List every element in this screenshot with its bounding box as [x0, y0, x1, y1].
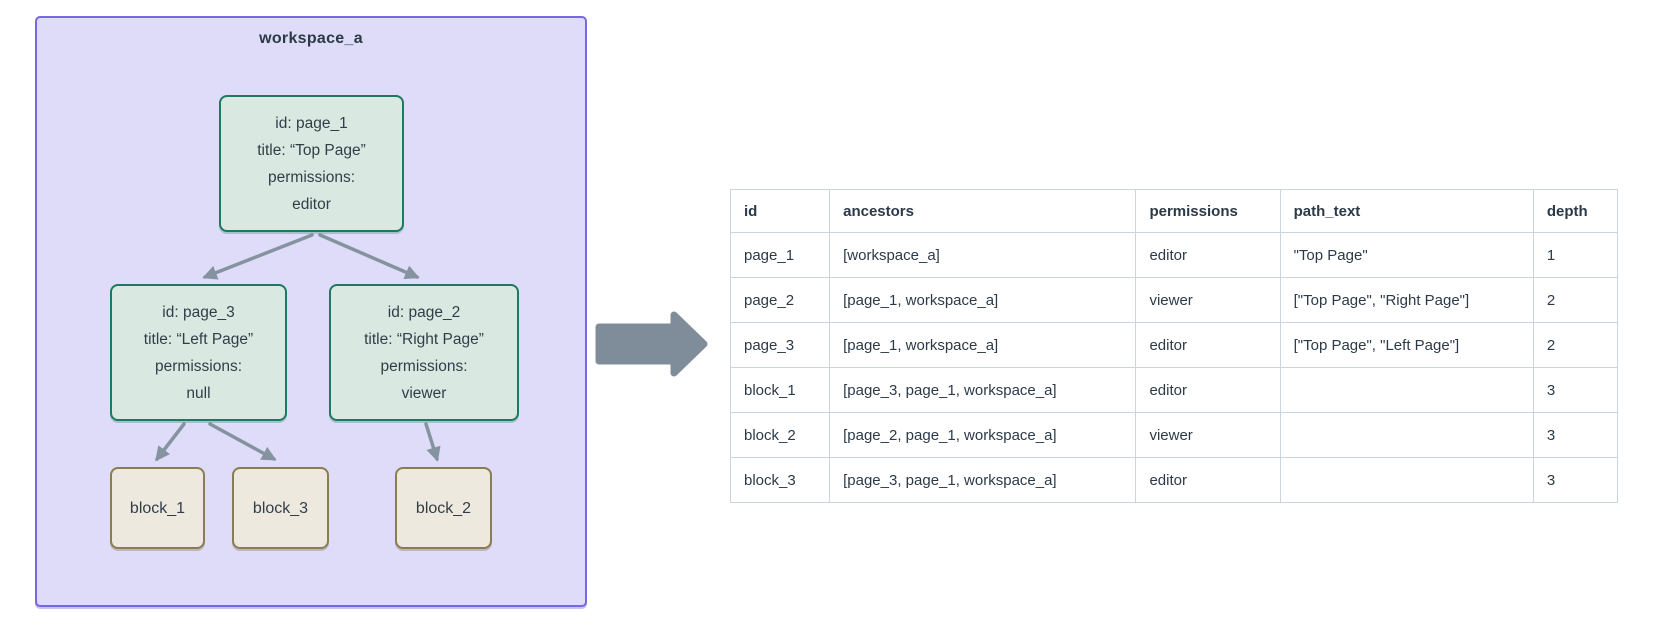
right-block-arrow-icon — [595, 311, 708, 377]
cell-permissions: viewer — [1135, 277, 1281, 323]
node-line: editor — [292, 195, 331, 213]
node-block-1: block_1 — [110, 467, 205, 549]
cell-permissions: viewer — [1135, 412, 1281, 458]
cell-id: page_3 — [729, 322, 831, 368]
column-header-ancestors: ancestors — [829, 189, 1137, 233]
node-line: permissions: — [380, 357, 468, 375]
edge-page1-page2 — [318, 233, 420, 280]
edge-page3-block1 — [155, 422, 186, 462]
table-row: page_1 [workspace_a] editor "Top Page" 1 — [729, 232, 1619, 278]
cell-ancestors: [page_3, page_1, workspace_a] — [829, 367, 1137, 413]
column-header-depth: depth — [1532, 189, 1619, 233]
edge-page3-block3 — [208, 422, 277, 461]
node-line: permissions: — [155, 357, 242, 375]
cell-id: block_1 — [729, 367, 831, 413]
cell-path-text — [1279, 457, 1534, 503]
edge-page1-page3 — [202, 233, 314, 280]
node-page-2: id: page_2 title: “Right Page” permissio… — [329, 284, 519, 421]
node-line: title: “Right Page” — [364, 330, 484, 348]
cell-id: block_2 — [729, 412, 831, 458]
column-header-id: id — [729, 189, 831, 233]
cell-ancestors: [workspace_a] — [829, 232, 1137, 278]
cell-depth: 2 — [1532, 277, 1619, 323]
tree-edges-svg — [155, 233, 441, 462]
cell-depth: 3 — [1532, 367, 1619, 413]
cell-permissions: editor — [1135, 457, 1281, 503]
result-table: id ancestors permissions path_text depth… — [729, 189, 1619, 503]
workspace-container: workspace_a id: page_1 title: “Top Page”… — [35, 16, 587, 607]
edge-page2-block2 — [424, 422, 441, 462]
node-page-3: id: page_3 title: “Left Page” permission… — [110, 284, 287, 421]
table-row: block_1 [page_3, page_1, workspace_a] ed… — [729, 367, 1619, 413]
cell-depth: 2 — [1532, 322, 1619, 368]
cell-permissions: editor — [1135, 232, 1281, 278]
node-label: block_2 — [415, 499, 472, 517]
node-line: title: “Left Page” — [143, 330, 254, 348]
node-line: null — [186, 384, 211, 402]
cell-permissions: editor — [1135, 322, 1281, 368]
node-label: block_1 — [129, 499, 186, 517]
cell-path-text: "Top Page" — [1279, 232, 1534, 278]
cell-permissions: editor — [1135, 367, 1281, 413]
cell-id: page_1 — [729, 232, 831, 278]
node-block-2: block_2 — [395, 467, 492, 549]
node-line: id: page_1 — [275, 114, 348, 132]
cell-id: page_2 — [729, 277, 831, 323]
cell-path-text: ["Top Page", "Right Page"] — [1279, 277, 1534, 323]
cell-ancestors: [page_3, page_1, workspace_a] — [829, 457, 1137, 503]
node-line: id: page_3 — [162, 303, 235, 321]
column-header-path-text: path_text — [1279, 189, 1534, 233]
table-row: page_2 [page_1, workspace_a] viewer ["To… — [729, 277, 1619, 323]
table-row: block_2 [page_2, page_1, workspace_a] vi… — [729, 412, 1619, 458]
cell-ancestors: [page_1, workspace_a] — [829, 277, 1137, 323]
workspace-title: workspace_a — [259, 30, 363, 47]
table-row: page_3 [page_1, workspace_a] editor ["To… — [729, 322, 1619, 368]
node-page-1: id: page_1 title: “Top Page” permissions… — [219, 95, 404, 232]
node-line: viewer — [401, 384, 447, 402]
node-label: block_3 — [252, 499, 309, 517]
cell-id: block_3 — [729, 457, 831, 503]
cell-depth: 3 — [1532, 457, 1619, 503]
cell-depth: 3 — [1532, 412, 1619, 458]
cell-path-text — [1279, 412, 1534, 458]
cell-ancestors: [page_2, page_1, workspace_a] — [829, 412, 1137, 458]
cell-depth: 1 — [1532, 232, 1619, 278]
cell-path-text — [1279, 367, 1534, 413]
cell-path-text: ["Top Page", "Left Page"] — [1279, 322, 1534, 368]
column-header-permissions: permissions — [1135, 189, 1281, 233]
node-line: id: page_2 — [387, 303, 461, 321]
table-row: block_3 [page_3, page_1, workspace_a] ed… — [729, 457, 1619, 503]
node-line: permissions: — [268, 168, 355, 186]
node-block-3: block_3 — [232, 467, 329, 549]
node-line: title: “Top Page” — [257, 141, 366, 159]
cell-ancestors: [page_1, workspace_a] — [829, 322, 1137, 368]
table-header-row: id ancestors permissions path_text depth — [729, 189, 1619, 233]
